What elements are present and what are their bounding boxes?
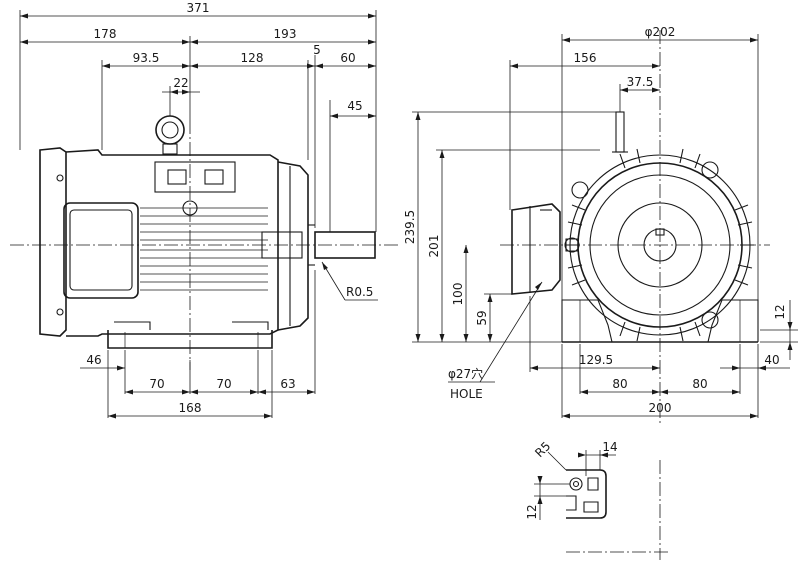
side-cooling-fins — [140, 207, 268, 291]
dim-foot-span: 168 — [179, 401, 202, 415]
dim-foot-width: 200 — [649, 401, 672, 415]
fillet-label: R0.5 — [346, 285, 373, 299]
detail-radius: R5 — [532, 439, 553, 460]
dim-end-hole-left: 80 — [612, 377, 627, 391]
dim-key-width: 37.5 — [627, 75, 654, 89]
dim-frame-diameter: φ202 — [645, 25, 676, 39]
dim-overall-height: 239.5 — [403, 210, 417, 244]
dim-shaft-shoulder: 63 — [280, 377, 295, 391]
dim-overall-length: 371 — [187, 1, 210, 15]
dim-box-height: 201 — [427, 235, 441, 258]
hole-label: φ27穴 — [448, 366, 483, 381]
detail-slot-height: 12 — [525, 504, 539, 519]
end-view: φ202 156 37.5 239.5 201 100 — [403, 25, 798, 425]
dim-key-length: 45 — [347, 99, 362, 113]
dim-foot-thickness: 12 — [773, 304, 787, 319]
dim-flange-offset: 93.5 — [133, 51, 160, 65]
dim-end-hole-right: 80 — [692, 377, 707, 391]
dim-terminal-offset: 156 — [574, 51, 597, 65]
dim-terminal-to-center: 129.5 — [579, 353, 613, 367]
dim-foot-edge: 46 — [86, 353, 101, 367]
foot-detail: R5 14 12 — [525, 439, 670, 560]
detail-slot-width: 14 — [602, 440, 617, 454]
dim-frame-to-end: 128 — [241, 51, 264, 65]
eyebolt-icon — [155, 115, 185, 155]
dim-shaft-length: 60 — [340, 51, 355, 65]
end-cooling-fins — [566, 148, 754, 342]
dim-box-bottom: 59 — [475, 310, 489, 325]
dim-end-foot-edge: 40 — [764, 353, 779, 367]
dim-center-to-right: 193 — [274, 27, 297, 41]
dim-hole-right: 70 — [216, 377, 231, 391]
dim-eyebolt-offset: 22 — [173, 76, 188, 90]
side-view: 371 178 193 5 93.5 128 60 22 — [10, 1, 400, 419]
dim-hole-left: 70 — [149, 377, 164, 391]
shaft — [314, 231, 376, 259]
dim-gap: 5 — [313, 43, 321, 57]
hole-label-en: HOLE — [450, 387, 483, 401]
dim-left-to-center: 178 — [94, 27, 117, 41]
dim-shaft-height: 100 — [451, 283, 465, 306]
